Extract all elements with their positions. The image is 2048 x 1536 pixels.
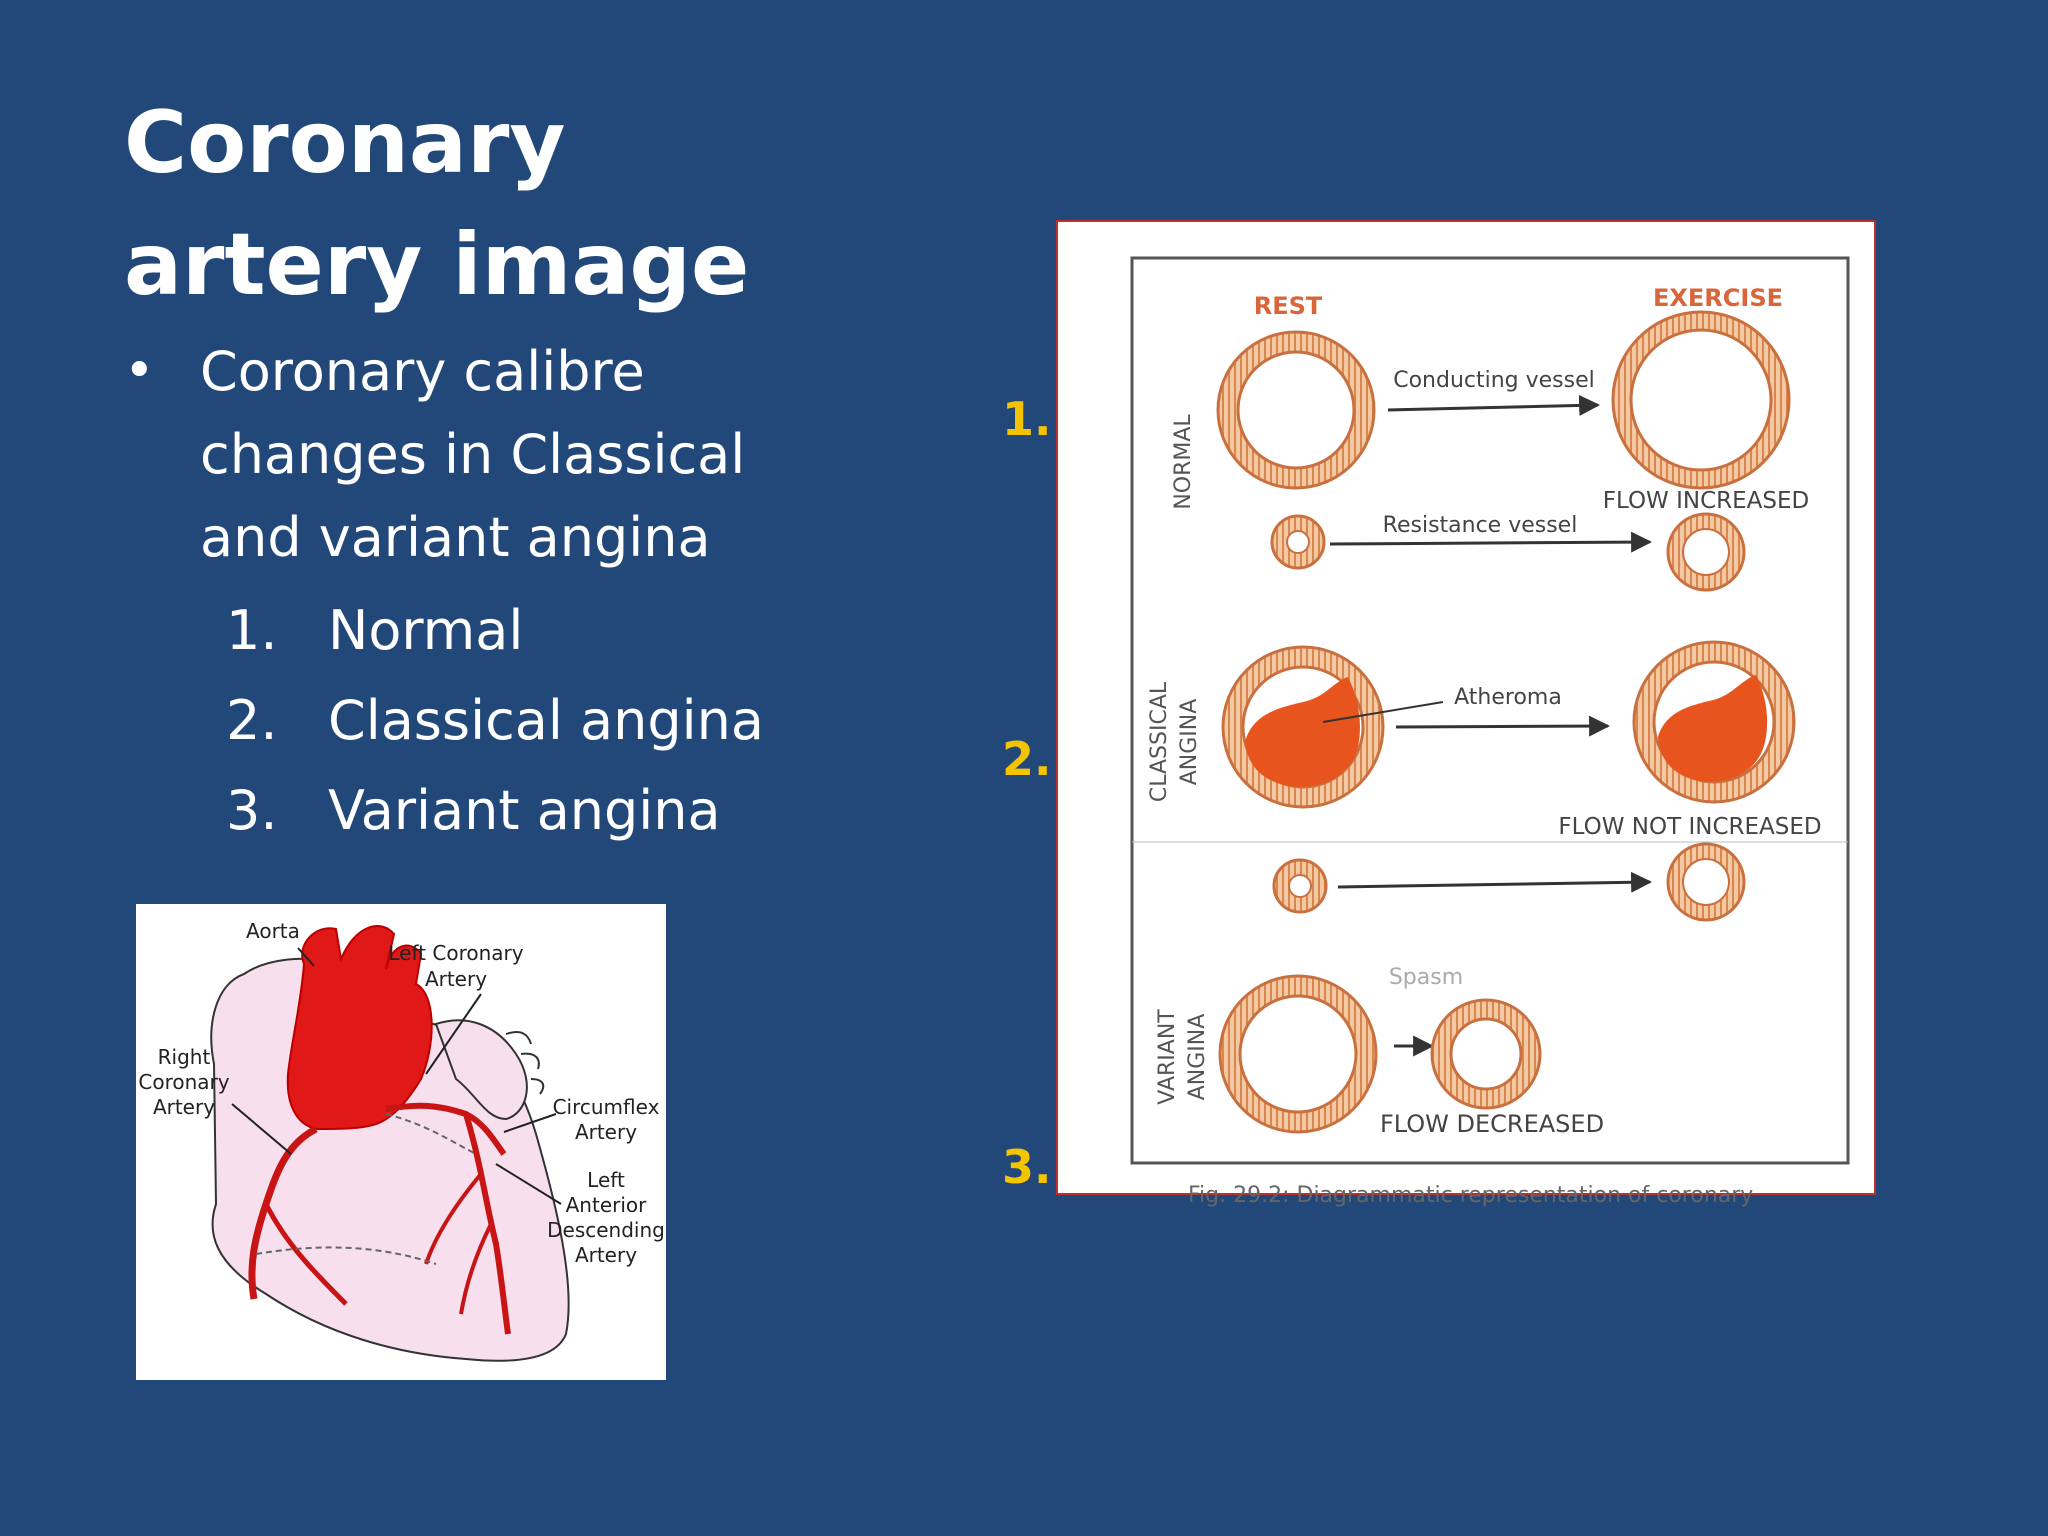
list-item-classical: 2. Classical angina	[226, 680, 764, 762]
header-exercise: EXERCISE	[1653, 284, 1783, 312]
lad-branch	[424, 1172, 483, 1265]
pointer-atheroma	[1322, 701, 1444, 723]
label-flow-decreased: FLOW DECREASED	[1380, 1110, 1604, 1138]
pointer-rca	[231, 1103, 292, 1155]
list-item-normal: 1. Normal	[226, 590, 523, 672]
title-line-2: artery image	[124, 215, 750, 315]
label-lad-4: Artery	[575, 1243, 637, 1267]
label-flow-not-increased: FLOW NOT INCREASED	[1558, 814, 1821, 840]
label-rca-3: Artery	[153, 1095, 215, 1119]
bullet-dot-icon: •	[124, 341, 155, 401]
vessel-lumen	[1449, 1017, 1523, 1091]
label-aorta: Aorta	[246, 919, 300, 943]
pulmonary-vein	[530, 1078, 545, 1095]
pulmonary-vein	[505, 1031, 532, 1045]
label-lca-2: Artery	[425, 967, 487, 991]
calibre-figure: REST EXERCISE NORMAL CLASSICAL ANGINA VA…	[1056, 220, 1876, 1208]
arrow-conducting	[1387, 394, 1601, 416]
list-item-variant: 3. Variant angina	[226, 770, 721, 852]
row-label-normal: NORMAL	[1171, 414, 1196, 510]
label-lad-3: Descending	[547, 1218, 665, 1242]
pointer-aorta	[297, 947, 315, 967]
label-conducting: Conducting vessel	[1393, 368, 1595, 393]
bullet-text: Coronary calibre changes in Classical an…	[200, 340, 746, 569]
header-rest: REST	[1254, 292, 1323, 320]
label-lad-1: Left	[587, 1168, 625, 1192]
label-flow-increased: FLOW INCREASED	[1603, 488, 1810, 514]
label-cx-1: Circumflex	[553, 1095, 660, 1119]
heart-left-atrium	[434, 1019, 528, 1121]
row-marker-1: 1.	[1002, 392, 1052, 446]
vessel-lumen	[1236, 350, 1356, 470]
calibre-diagram: REST EXERCISE NORMAL CLASSICAL ANGINA VA…	[1130, 256, 1850, 1208]
vessel-lumen	[1682, 528, 1730, 576]
title-line-1: Coronary	[124, 93, 566, 193]
list-item-label: Classical angina	[328, 689, 764, 752]
lad-artery	[463, 1113, 511, 1335]
label-lad-2: Anterior	[566, 1193, 648, 1217]
label-cx-2: Artery	[575, 1120, 637, 1144]
vessel-lumen	[1629, 328, 1773, 472]
row-label-variant-1: VARIANT	[1155, 1009, 1180, 1105]
arrow-atheroma	[1395, 715, 1611, 737]
list-item-number: 1.	[226, 599, 278, 662]
pointer-cx	[503, 1113, 557, 1133]
label-rca-2: Coronary	[138, 1070, 229, 1094]
label-lca-1: Left Coronary	[388, 941, 523, 965]
vessel-lumen	[1238, 994, 1358, 1114]
slide-title: Coronary artery image	[124, 82, 749, 326]
aorta	[286, 925, 433, 1131]
label-rca-1: Right	[158, 1045, 211, 1069]
left-coronary-artery	[385, 1102, 507, 1156]
row-marker-3: 3.	[1002, 1140, 1052, 1194]
vessel-lumen	[1288, 874, 1312, 898]
heart-figure: Aorta Left Coronary Artery Right Coronar…	[136, 904, 666, 1380]
pointer-lad	[495, 1163, 562, 1205]
row-label-classical-2: ANGINA	[1177, 699, 1202, 786]
pointer-lca	[425, 993, 482, 1075]
heart-illustration: Aorta Left Coronary Artery Right Coronar…	[138, 919, 665, 1362]
figure-caption: Fig. 29.2: Diagrammatic representation o…	[1188, 1183, 1753, 1208]
list-item-number: 3.	[226, 779, 278, 842]
diagram-frame	[1130, 256, 1850, 1165]
row-label-variant-2: ANGINA	[1185, 1014, 1210, 1101]
vessel-lumen	[1682, 858, 1730, 906]
row-marker-2: 2.	[1002, 732, 1052, 786]
pulmonary-vein	[520, 1052, 540, 1070]
atheroma-plaque-rest	[1245, 677, 1360, 787]
list-item-label: Normal	[328, 599, 524, 662]
atheroma-plaque-exercise	[1658, 675, 1768, 782]
vessel-lumen	[1286, 530, 1310, 554]
row-label-classical-1: CLASSICAL	[1147, 681, 1172, 802]
posterior-vessel	[255, 1246, 437, 1265]
lad-branch	[459, 1223, 493, 1315]
label-atheroma: Atheroma	[1454, 685, 1562, 710]
label-resistance: Resistance vessel	[1383, 513, 1578, 538]
right-coronary-branch	[263, 1202, 348, 1306]
arrow-small-classical	[1337, 871, 1653, 893]
list-item-label: Variant angina	[328, 779, 721, 842]
arrow-resistance	[1329, 531, 1653, 553]
list-item-number: 2.	[226, 689, 278, 752]
label-spasm: Spasm	[1389, 965, 1463, 990]
posterior-vessel	[385, 1113, 477, 1155]
